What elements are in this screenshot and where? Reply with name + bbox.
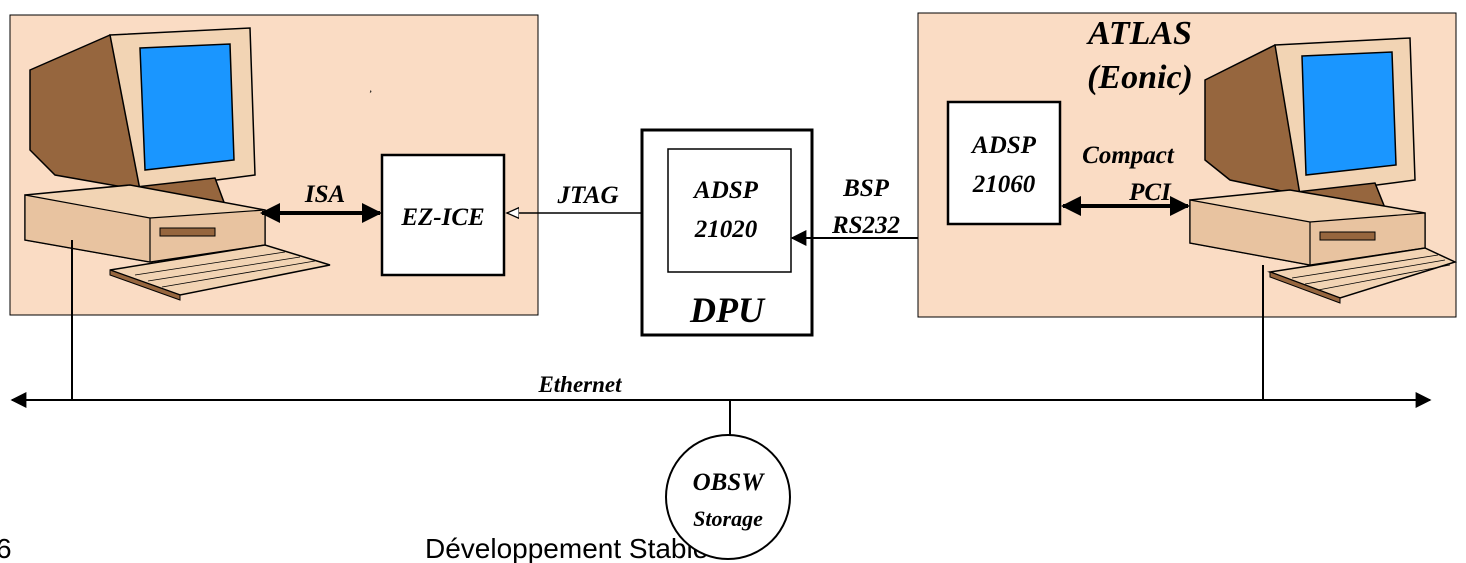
dpu-label: DPU	[689, 290, 766, 330]
ezice-label: EZ-ICE	[400, 204, 484, 231]
obsw-storage: OBSW Storage	[665, 434, 791, 560]
dpu-chip-line2: 21020	[694, 216, 758, 243]
ezice-box	[380, 153, 506, 277]
ethernet-bus: Ethernet	[10, 240, 1432, 442]
adsp21060-box	[946, 100, 1062, 226]
storage-line2: Storage	[693, 506, 763, 531]
jtag-label: JTAG	[556, 182, 618, 209]
bsp-label: BSP	[842, 175, 890, 202]
atlas-panel: ATLAS (Eonic) ADSP 21060	[917, 12, 1458, 318]
rs232-label: RS232	[831, 212, 900, 239]
isa-label: ISA	[304, 181, 345, 208]
compact-pci-line2: PCI	[1128, 179, 1172, 206]
dpu-chip-line1: ADSP	[692, 177, 759, 204]
atlas-subtitle: (Eonic)	[1087, 59, 1193, 96]
left-workstation-panel: , EZ-ICE ISA	[9, 14, 539, 316]
right-computer-icon	[1189, 37, 1458, 304]
left-computer-icon	[24, 27, 331, 301]
storage-circle	[665, 434, 791, 560]
atlas-title: ATLAS	[1086, 15, 1192, 52]
adsp21060-line2: 21060	[972, 171, 1036, 198]
ethernet-label: Ethernet	[537, 372, 622, 397]
page-number: 6	[0, 533, 12, 563]
footer-title: Développement Stable	[425, 533, 708, 563]
adsp21060-line1: ADSP	[970, 132, 1037, 159]
dpu-unit: ADSP 21020 DPU	[640, 128, 814, 337]
storage-line1: OBSW	[693, 469, 766, 496]
dpu-chip-box	[667, 148, 792, 273]
svg-text:,: ,	[369, 85, 372, 94]
compact-pci-line1: Compact	[1082, 142, 1175, 169]
